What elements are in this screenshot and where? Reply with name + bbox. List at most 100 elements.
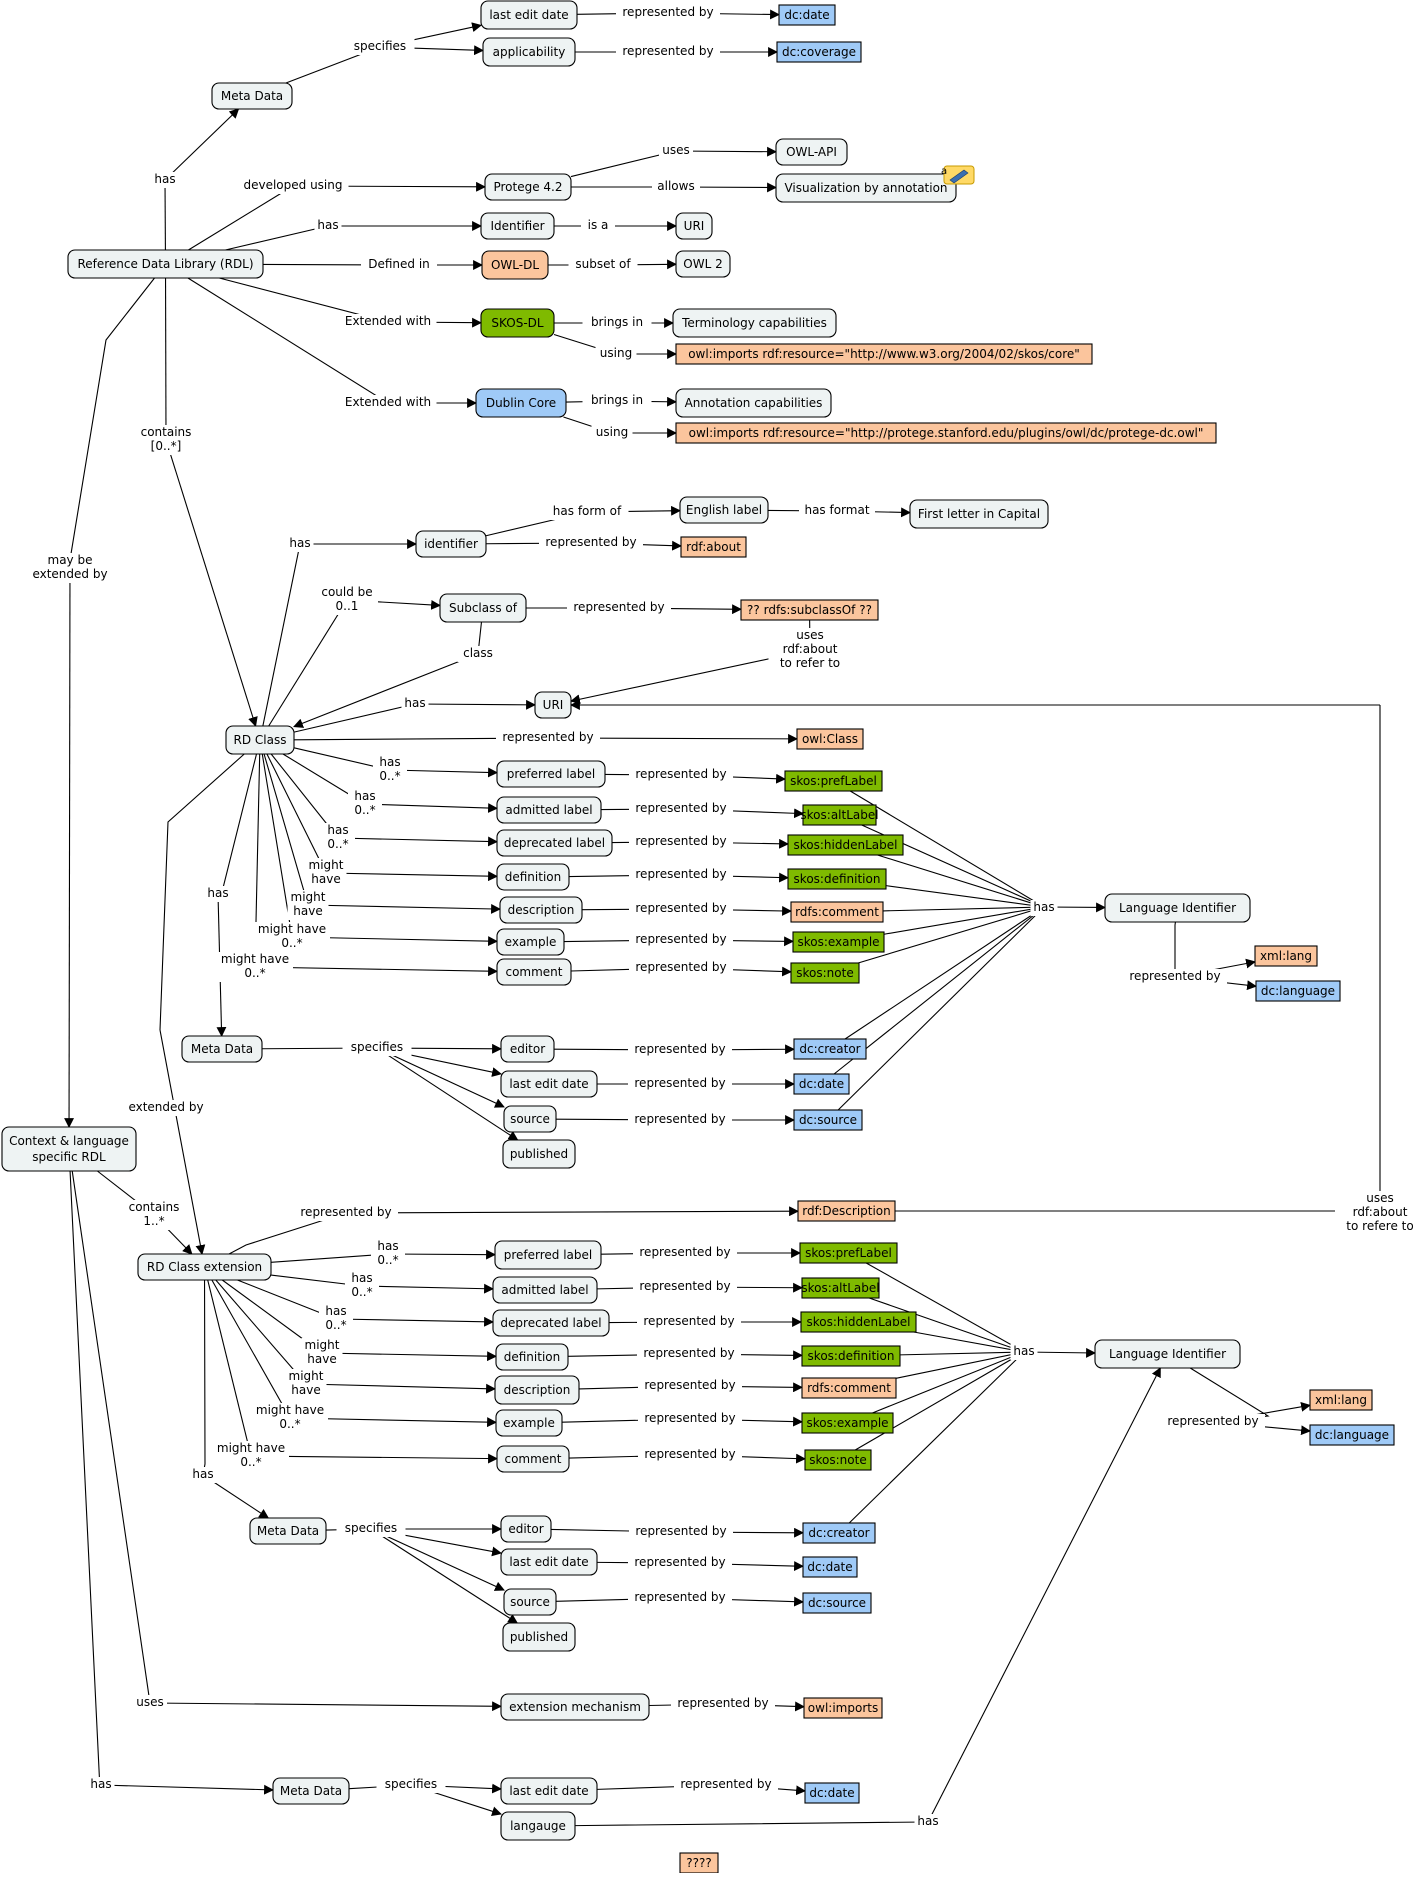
concept-dc-source-1[interactable]: dc:source xyxy=(794,1110,862,1130)
concept-skos-note-1[interactable]: skos:note xyxy=(791,963,859,983)
concept-skos-example-1[interactable]: skos:example xyxy=(793,932,884,952)
concept-annot-cap[interactable]: Annotation capabilities xyxy=(676,389,831,417)
link-label-represented_by: represented by xyxy=(674,1777,778,1793)
concept-source-1[interactable]: source xyxy=(504,1106,556,1132)
concept-identifier-mid[interactable]: identifier xyxy=(416,531,486,557)
concept-last-edit-top[interactable]: last edit date xyxy=(481,1,577,29)
concept-skos-hidden-2[interactable]: skos:hiddenLabel xyxy=(801,1312,916,1332)
concept-uri-top[interactable]: URI xyxy=(676,213,712,239)
svg-text:has: has xyxy=(192,1467,213,1481)
concept-skos-def-1[interactable]: skos:definition xyxy=(788,869,886,889)
concept-dublin-core[interactable]: Dublin Core xyxy=(476,389,566,417)
concept-meta-ext[interactable]: Meta Data xyxy=(250,1518,326,1544)
concept-description-1[interactable]: description xyxy=(500,897,582,923)
concept-meta-rd[interactable]: Meta Data xyxy=(182,1036,262,1062)
concept-last-edit-3[interactable]: last edit date xyxy=(501,1778,597,1804)
concept-english-label[interactable]: English label xyxy=(680,497,768,523)
concept-skos-example-2[interactable]: skos:example xyxy=(802,1413,893,1433)
concept-published-2[interactable]: published xyxy=(503,1623,575,1651)
concept-xml-lang-1[interactable]: xml:lang xyxy=(1255,946,1317,966)
concept-definition-2[interactable]: definition xyxy=(496,1344,568,1370)
concept-dc-coverage[interactable]: dc:coverage xyxy=(777,42,861,62)
concept-rdfs-comment-1[interactable]: rdfs:comment xyxy=(791,902,883,922)
concept-owl-class[interactable]: owl:Class xyxy=(797,729,863,749)
concept-owl2[interactable]: OWL 2 xyxy=(676,251,730,277)
concept-dc-date-2[interactable]: dc:date xyxy=(803,1557,857,1577)
concept-applicability[interactable]: applicability xyxy=(483,38,575,66)
link-arrow xyxy=(166,440,256,726)
concept-skos-pref-1[interactable]: skos:prefLabel xyxy=(785,771,882,791)
concept-label: published xyxy=(510,1147,568,1161)
concept-vis-annot[interactable]: Visualization by annotation xyxy=(776,174,956,202)
concept-uri-mid[interactable]: URI xyxy=(535,692,571,718)
concept-dc-creator-2[interactable]: dc:creator xyxy=(803,1523,875,1543)
concept-dc-language-2[interactable]: dc:language xyxy=(1310,1425,1394,1445)
concept-source-2[interactable]: source xyxy=(504,1589,556,1615)
concept-editor-1[interactable]: editor xyxy=(501,1036,554,1062)
svg-text:brings in: brings in xyxy=(591,393,643,407)
concept-last-edit-2[interactable]: last edit date xyxy=(501,1549,597,1575)
concept-owl-api[interactable]: OWL-API xyxy=(776,139,847,165)
concept-dc-import[interactable]: owl:imports rdf:resource="http://protege… xyxy=(676,423,1216,443)
concept-meta-top[interactable]: Meta Data xyxy=(212,83,292,109)
concept-comment-1[interactable]: comment xyxy=(497,959,571,985)
concept-qqqq[interactable]: ???? xyxy=(680,1853,718,1873)
svg-text:uses: uses xyxy=(796,628,824,642)
concept-skos-alt-2[interactable]: skos:altLabel xyxy=(801,1278,879,1298)
concept-adm-label-2[interactable]: admitted label xyxy=(493,1277,597,1303)
concept-dc-language-1[interactable]: dc:language xyxy=(1256,981,1340,1001)
concept-rdfs-comment-2[interactable]: rdfs:comment xyxy=(802,1378,896,1398)
concept-rd-ext[interactable]: RD Class extension xyxy=(138,1254,271,1280)
concept-comment-2[interactable]: comment xyxy=(497,1446,569,1472)
concept-xml-lang-2[interactable]: xml:lang xyxy=(1310,1390,1372,1410)
concept-langauge[interactable]: langauge xyxy=(501,1812,575,1840)
concept-rdfs-subclass[interactable]: ?? rdfs:subclassOf ?? xyxy=(741,600,878,620)
concept-identifier-top[interactable]: Identifier xyxy=(481,213,554,239)
concept-skos-def-2[interactable]: skos:definition xyxy=(802,1346,900,1366)
concept-example-2[interactable]: example xyxy=(496,1410,562,1436)
concept-pref-label-2[interactable]: preferred label xyxy=(495,1241,601,1269)
concept-lang-id-2[interactable]: Language Identifier xyxy=(1095,1340,1240,1368)
svg-text:uses: uses xyxy=(136,1695,164,1709)
concept-lang-id-1[interactable]: Language Identifier xyxy=(1105,894,1250,922)
concept-published-1[interactable]: published xyxy=(503,1140,575,1168)
concept-dc-date-1[interactable]: dc:date xyxy=(794,1074,849,1094)
concept-dep-label-2[interactable]: deprecated label xyxy=(493,1310,609,1336)
concept-dc-source-2[interactable]: dc:source xyxy=(803,1593,871,1613)
concept-pref-label-1[interactable]: preferred label xyxy=(497,761,605,787)
concept-skos-import[interactable]: owl:imports rdf:resource="http://www.w3.… xyxy=(676,344,1092,364)
concept-description-2[interactable]: description xyxy=(495,1376,579,1404)
concept-protege[interactable]: Protege 4.2 xyxy=(485,174,571,200)
concept-skos-alt-1[interactable]: skos:altLabel xyxy=(800,805,878,825)
concept-subclass-of[interactable]: Subclass of xyxy=(440,594,526,622)
concept-label: langauge xyxy=(510,1819,566,1833)
concept-skos-hidden-1[interactable]: skos:hiddenLabel xyxy=(788,835,903,855)
concept-definition-1[interactable]: definition xyxy=(497,864,569,890)
concept-rdf-description[interactable]: rdf:Description xyxy=(798,1201,895,1221)
concept-skos-dl[interactable]: SKOS-DL xyxy=(481,309,554,337)
annotation-note-icon[interactable]: a xyxy=(941,166,974,184)
concept-skos-note-2[interactable]: skos:note xyxy=(805,1450,871,1470)
concept-dc-date-top[interactable]: dc:date xyxy=(779,5,835,25)
concept-owl-dl[interactable]: OWL-DL xyxy=(482,251,548,279)
concept-editor-2[interactable]: editor xyxy=(501,1516,551,1542)
concept-dep-label-1[interactable]: deprecated label xyxy=(497,830,612,856)
concept-adm-label-1[interactable]: admitted label xyxy=(497,797,601,823)
concept-last-edit-1[interactable]: last edit date xyxy=(501,1071,597,1097)
concept-rd-class[interactable]: RD Class xyxy=(226,726,294,754)
concept-ext-mech[interactable]: extension mechanism xyxy=(501,1694,649,1720)
concept-term-cap[interactable]: Terminology capabilities xyxy=(673,309,836,337)
svg-text:represented by: represented by xyxy=(643,1314,734,1328)
concept-skos-pref-2[interactable]: skos:prefLabel xyxy=(800,1243,897,1263)
concept-meta-ctx[interactable]: Meta Data xyxy=(273,1778,349,1804)
concept-owl-imports[interactable]: owl:imports xyxy=(804,1698,882,1718)
concept-example-1[interactable]: example xyxy=(497,929,564,955)
concept-dc-creator-1[interactable]: dc:creator xyxy=(794,1039,866,1059)
concept-dc-date-3[interactable]: dc:date xyxy=(805,1783,859,1803)
concept-rdl[interactable]: Reference Data Library (RDL) xyxy=(68,250,263,278)
svg-text:0..*: 0..* xyxy=(281,936,302,950)
concept-first-letter[interactable]: First letter in Capital xyxy=(910,500,1048,528)
concept-rdf-about[interactable]: rdf:about xyxy=(681,537,746,557)
